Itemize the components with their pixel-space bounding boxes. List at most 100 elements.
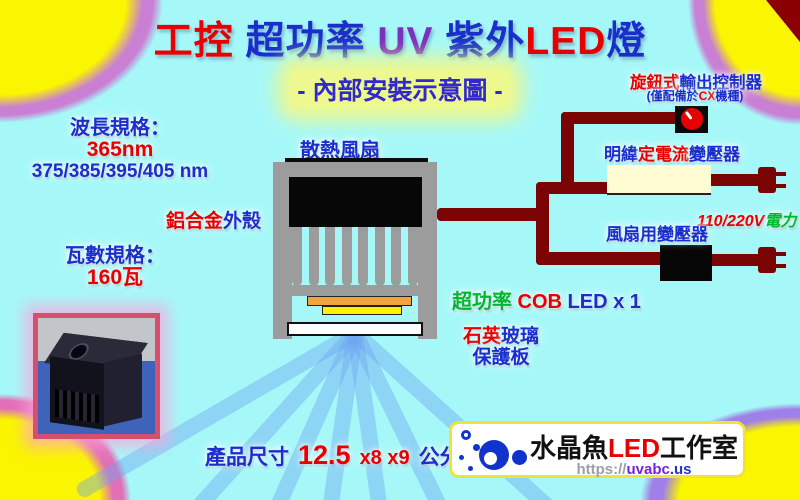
- wire-to-psu: [536, 182, 611, 194]
- product-dimensions: 產品尺寸 12.5 x8 x9 公分: [205, 440, 461, 471]
- controller-label-part: 輸出控制器: [679, 74, 763, 92]
- title-segment: 工控: [153, 20, 246, 63]
- title-segment: 超功率: [245, 20, 366, 63]
- device-vents: [55, 388, 99, 424]
- cob-led-chip: [322, 306, 402, 315]
- wire-psu-plug: [708, 174, 761, 186]
- fan-psu-label: 風扇用變壓器: [606, 225, 708, 244]
- heatsink-fin: [358, 227, 369, 286]
- wattage-label: 瓦數規格：: [65, 245, 165, 267]
- device-side-face: [104, 353, 142, 427]
- heatsink-fins: [292, 227, 418, 286]
- controller-note-part: 機種): [715, 89, 744, 103]
- url-scheme: https://: [576, 461, 627, 478]
- meanwell-psu-box: [607, 165, 711, 195]
- controller-label: 旋鈕式輸出控制器: [630, 69, 762, 93]
- psu-label-part: 明緯: [604, 145, 638, 164]
- wattage-value: 160瓦: [86, 266, 144, 289]
- bubble-icon: [468, 466, 473, 471]
- wavelength-label: 波長規格：: [70, 117, 170, 139]
- psu-label: 明緯定電流變壓器: [604, 140, 740, 165]
- dimensions-main: 12.5: [298, 440, 351, 470]
- studio-url[interactable]: https://uvabc.us: [524, 461, 744, 478]
- quartz-glass-line2: 保護板: [472, 347, 530, 368]
- heatsink-base: [279, 285, 431, 296]
- wattage-spec: 瓦數規格： 160瓦: [12, 245, 218, 289]
- subtitle-row: - 內部安裝示意圖 -: [0, 71, 800, 107]
- url-tld: .us: [669, 461, 692, 478]
- title-segment: 紫外: [445, 20, 526, 63]
- quartz-glass-part: 石英: [462, 326, 501, 347]
- heatsink-fin: [308, 227, 319, 286]
- title-segment: 燈: [606, 20, 647, 63]
- heatsink-fin: [325, 227, 336, 286]
- title-segment: UV: [365, 20, 446, 63]
- cooling-fan-label: 散熱風扇: [300, 140, 380, 162]
- controller-note-part: CX: [698, 89, 716, 103]
- controller-note: (僅配備於CX機種): [628, 87, 762, 104]
- shell-label-part: 外殼: [223, 211, 262, 232]
- bubble-icon: [461, 430, 471, 440]
- wavelength-spec: 波長規格： 365nm 375/385/395/405 nm: [12, 117, 228, 183]
- title-segment: LED: [525, 20, 607, 63]
- heatsink-fin: [391, 227, 402, 286]
- controller-label-part: 旋鈕式: [630, 74, 680, 92]
- bubble-icon: [459, 455, 464, 460]
- product-photo: [33, 313, 160, 439]
- wavelength-main: 365nm: [86, 138, 154, 161]
- dimensions-rest: x8 x9: [359, 447, 410, 469]
- plug-prong: [775, 184, 786, 188]
- wire-to-fan-psu: [536, 252, 664, 265]
- shell-label: 鋁合金外殼: [166, 206, 261, 233]
- studio-name-part: 工作室: [660, 433, 739, 463]
- plug-prong: [775, 252, 786, 256]
- controller-knob: [681, 108, 703, 130]
- shell-label-part: 鋁合金: [166, 211, 224, 232]
- heatsink-fin: [407, 227, 418, 286]
- bubble-icon: [512, 450, 527, 465]
- subtitle: - 內部安裝示意圖 -: [291, 71, 509, 107]
- cob-led-part: 超功率: [452, 291, 512, 313]
- studio-name-part: LED: [608, 433, 660, 463]
- mains-power-part: 電力: [764, 213, 797, 230]
- mains-power-label: 110/220V電力: [697, 207, 796, 231]
- cob-led-part: LED x 1: [562, 291, 641, 313]
- controller-note-part: (僅配備於: [646, 89, 699, 103]
- wire-lamp-out: [437, 208, 548, 221]
- cob-led-label: 超功率 COB LED x 1: [452, 285, 641, 314]
- heatsink-fin: [292, 227, 302, 286]
- heatsink-fin: [374, 227, 385, 286]
- cob-substrate: [307, 296, 412, 306]
- studio-name: 水晶魚LED工作室: [524, 428, 744, 465]
- psu-label-part: 變壓器: [689, 145, 740, 164]
- fan-transformer-box: [660, 245, 712, 281]
- wire-to-controller: [561, 112, 678, 124]
- mains-power-part: 110/220V: [697, 213, 765, 230]
- heatsink-fin: [341, 227, 352, 286]
- quartz-glass-plate: [287, 322, 423, 336]
- bubble-icon: [473, 444, 480, 451]
- cooling-fan: [289, 177, 422, 227]
- page-title: 工控 超功率 UV 紫外LED燈: [0, 10, 800, 66]
- aluminum-shell-top: [273, 162, 437, 178]
- device-front-face: [50, 356, 104, 430]
- power-plug: [758, 167, 776, 193]
- dimensions-label: 產品尺寸: [205, 446, 289, 469]
- quartz-glass-label: 石英玻璃 保護板: [448, 326, 554, 368]
- power-plug: [758, 247, 776, 273]
- quartz-glass-part: 玻璃: [501, 326, 540, 347]
- wire-controller-vertical: [561, 112, 574, 190]
- plug-prong: [775, 264, 786, 268]
- wire-fanpsu-plug: [708, 254, 761, 266]
- studio-name-part: 水晶魚: [529, 433, 608, 463]
- lamp-top-line: [285, 158, 428, 162]
- psu-label-part: 定電流: [638, 145, 689, 164]
- cob-led-part: COB: [512, 291, 562, 313]
- plug-prong: [775, 172, 786, 176]
- wavelength-list: 375/385/395/405 nm: [31, 161, 209, 182]
- studio-logo: 水晶魚LED工作室 https://uvabc.us: [449, 421, 746, 478]
- fish-eye-icon: [484, 452, 497, 465]
- url-domain: uvabc: [626, 461, 670, 478]
- quartz-glass-line1: 石英玻璃: [448, 326, 554, 347]
